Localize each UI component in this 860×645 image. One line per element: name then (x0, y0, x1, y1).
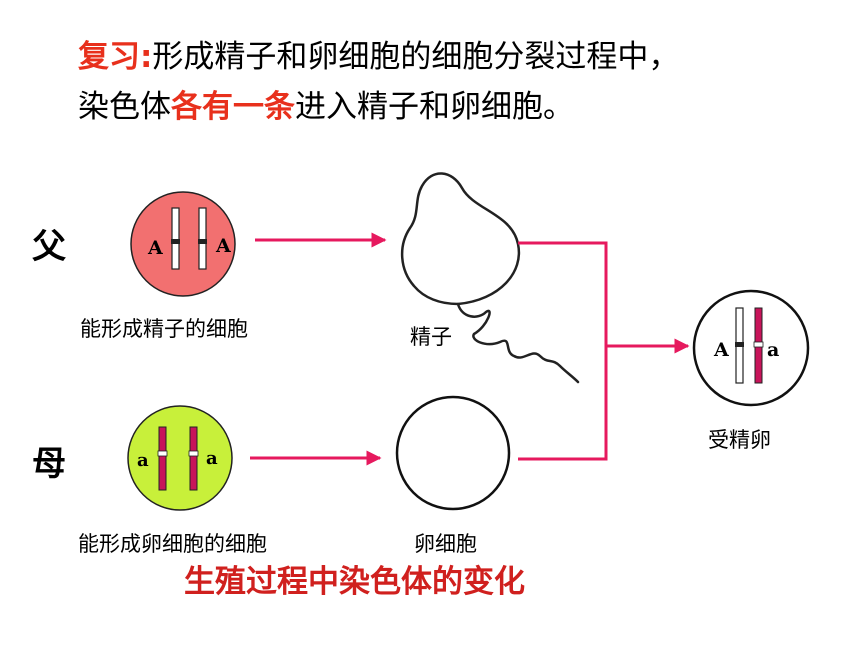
mother-chromosome-right (189, 426, 198, 491)
title-highlight: 各有一条 (171, 89, 295, 125)
zygote-cell: A a (692, 289, 810, 407)
father-cell: A A (130, 191, 236, 297)
review-prefix: 复习: (78, 39, 153, 75)
mother-allele-right: a (206, 448, 218, 469)
mother-cell: a a (127, 405, 233, 511)
title-line2-start: 染色体 (78, 89, 171, 125)
egg-label: 卵细胞 (414, 532, 477, 556)
father-chromosome-left (171, 207, 180, 270)
sperm-forming-cell-label: 能形成精子的细胞 (80, 317, 248, 341)
zygote-allele-left: A (713, 339, 729, 361)
zygote-label: 受精卵 (708, 428, 771, 452)
mother-allele-left: a (137, 450, 149, 471)
slide-title: 复习:形成精子和卵细胞的细胞分裂过程中， 染色体各有一条进入精子和卵细胞。 (78, 32, 679, 132)
mother-chromosome-left (158, 426, 167, 491)
zygote-allele-right: a (767, 339, 779, 361)
title-line2-end: 进入精子和卵细胞。 (295, 89, 574, 125)
egg-drawing (395, 395, 511, 511)
diagram-caption: 生殖过程中染色体的变化 (184, 564, 525, 600)
title-line-2: 染色体各有一条进入精子和卵细胞。 (78, 82, 679, 132)
title-line-1: 复习:形成精子和卵细胞的细胞分裂过程中， (78, 32, 679, 82)
merge-bracket (518, 241, 608, 461)
mother-label: 母 (32, 444, 66, 484)
sperm-label: 精子 (410, 325, 452, 349)
egg-forming-cell-label: 能形成卵细胞的细胞 (78, 532, 267, 556)
father-allele-right: A (215, 235, 231, 257)
father-chromosome-right (198, 207, 207, 270)
father-label: 父 (32, 227, 66, 267)
father-allele-left: A (147, 237, 163, 259)
sperm-drawing (400, 172, 580, 384)
title-line1-text: 形成精子和卵细胞的细胞分裂过程中， (152, 39, 680, 75)
